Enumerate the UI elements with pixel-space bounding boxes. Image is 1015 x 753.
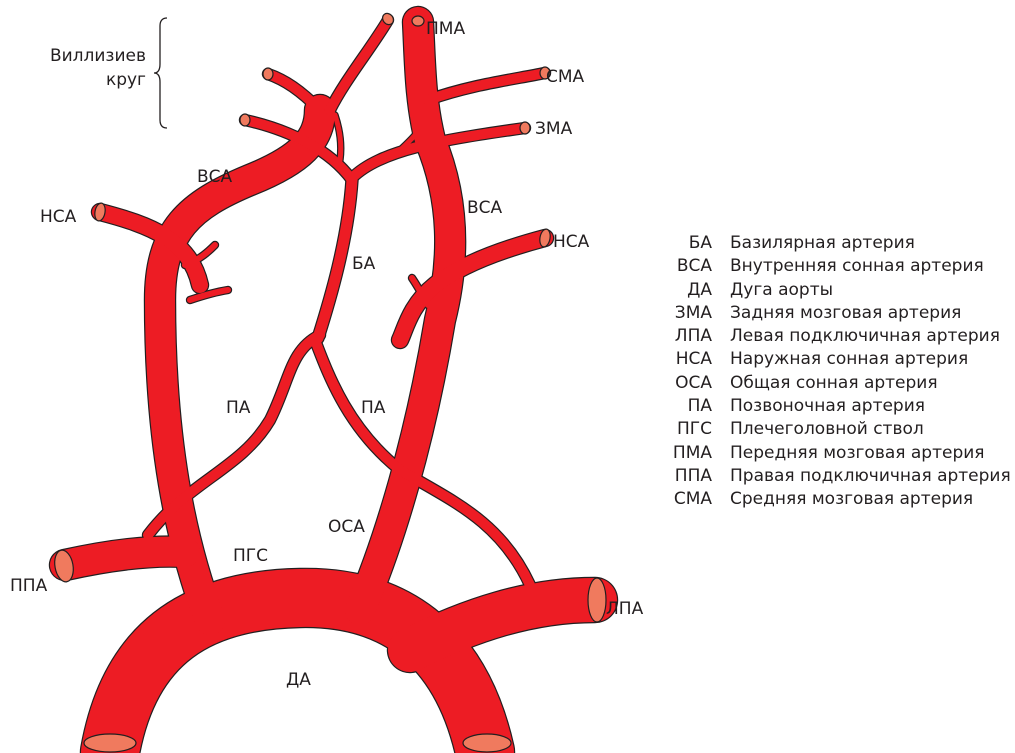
legend-abbr: ЗМА — [640, 302, 712, 325]
legend-full: Правая подключичная артерия — [712, 465, 1011, 488]
cap-aorta-right — [463, 734, 511, 752]
label-da: ДА — [286, 670, 311, 690]
cap-sma-right — [263, 68, 273, 80]
legend-row: ПМА Передняя мозговая артерия — [640, 442, 1011, 465]
legend-abbr: БА — [640, 232, 712, 255]
cap-zma — [520, 122, 530, 134]
label-vsa-left: ВСА — [197, 167, 233, 187]
legend-row: БА Базилярная артерия — [640, 232, 1011, 255]
label-nsa-left: НСА — [40, 207, 77, 227]
right-subclavian-artery — [65, 552, 185, 565]
legend-full: Наружная сонная артерия — [712, 348, 968, 371]
anterior-cerebral-artery-right — [330, 20, 388, 110]
label-lpa: ЛПА — [606, 599, 644, 619]
cap-lpa — [588, 578, 606, 622]
legend-row: ОСА Общая сонная артерия — [640, 372, 1011, 395]
label-vsa-right: ВСА — [467, 198, 503, 218]
willis-circle-line2: круг — [30, 68, 146, 92]
legend-row: ПА Позвоночная артерия — [640, 395, 1011, 418]
legend-full: Внутренняя сонная артерия — [712, 255, 984, 278]
basilar-artery — [318, 180, 352, 338]
legend-abbr: ПА — [640, 395, 712, 418]
label-sma: СМА — [546, 67, 585, 87]
label-ppa: ППА — [10, 576, 48, 596]
label-pma: ПМА — [426, 19, 465, 39]
willis-circle-line1: Виллизиев — [30, 44, 146, 68]
legend-row: ВСА Внутренняя сонная артерия — [640, 255, 1011, 278]
cap-aorta-left — [84, 734, 136, 752]
legend-full: Средняя мозговая артерия — [712, 488, 973, 511]
legend-full: Дуга аорты — [712, 279, 833, 302]
legend-full: Базилярная артерия — [712, 232, 915, 255]
legend-row: СМА Средняя мозговая артерия — [640, 488, 1011, 511]
legend-abbr: ПГС — [640, 418, 712, 441]
artery-network — [65, 20, 595, 752]
willis-circle-bracket — [152, 16, 172, 130]
legend: БА Базилярная артерия ВСА Внутренняя сон… — [640, 232, 1011, 512]
middle-cerebral-artery-left — [428, 73, 545, 100]
legend-full: Задняя мозговая артерия — [712, 302, 961, 325]
legend-abbr: ПМА — [640, 442, 712, 465]
legend-abbr: ЛПА — [640, 325, 712, 348]
legend-abbr: ДА — [640, 279, 712, 302]
middle-cerebral-artery-right — [268, 74, 320, 110]
legend-row: ППА Правая подключичная артерия — [640, 465, 1011, 488]
legend-row: ПГС Плечеголовной ствол — [640, 418, 1011, 441]
legend-full: Общая сонная артерия — [712, 372, 938, 395]
label-osa: ОСА — [328, 517, 365, 537]
label-pa-left: ПА — [226, 398, 251, 418]
legend-full: Позвоночная артерия — [712, 395, 925, 418]
legend-full: Плечеголовной ствол — [712, 418, 924, 441]
legend-row: НСА Наружная сонная артерия — [640, 348, 1011, 371]
legend-abbr: ОСА — [640, 372, 712, 395]
label-zma: ЗМА — [535, 119, 573, 139]
cap-zma-right — [240, 114, 250, 126]
left-subclavian-artery — [410, 600, 595, 650]
label-pgs: ПГС — [233, 546, 268, 566]
label-ba: БА — [352, 254, 376, 274]
legend-abbr: ППА — [640, 465, 712, 488]
label-nsa-right: НСА — [553, 232, 590, 252]
legend-row: ЛПА Левая подключичная артерия — [640, 325, 1011, 348]
legend-abbr: НСА — [640, 348, 712, 371]
label-pa-right: ПА — [361, 398, 386, 418]
willis-circle-label: Виллизиев круг — [30, 44, 146, 92]
cap-pma-right — [412, 16, 424, 26]
legend-full: Левая подключичная артерия — [712, 325, 1000, 348]
legend-full: Передняя мозговая артерия — [712, 442, 985, 465]
legend-row: ДА Дуга аорты — [640, 279, 1011, 302]
legend-abbr: ВСА — [640, 255, 712, 278]
legend-row: ЗМА Задняя мозговая артерия — [640, 302, 1011, 325]
legend-abbr: СМА — [640, 488, 712, 511]
